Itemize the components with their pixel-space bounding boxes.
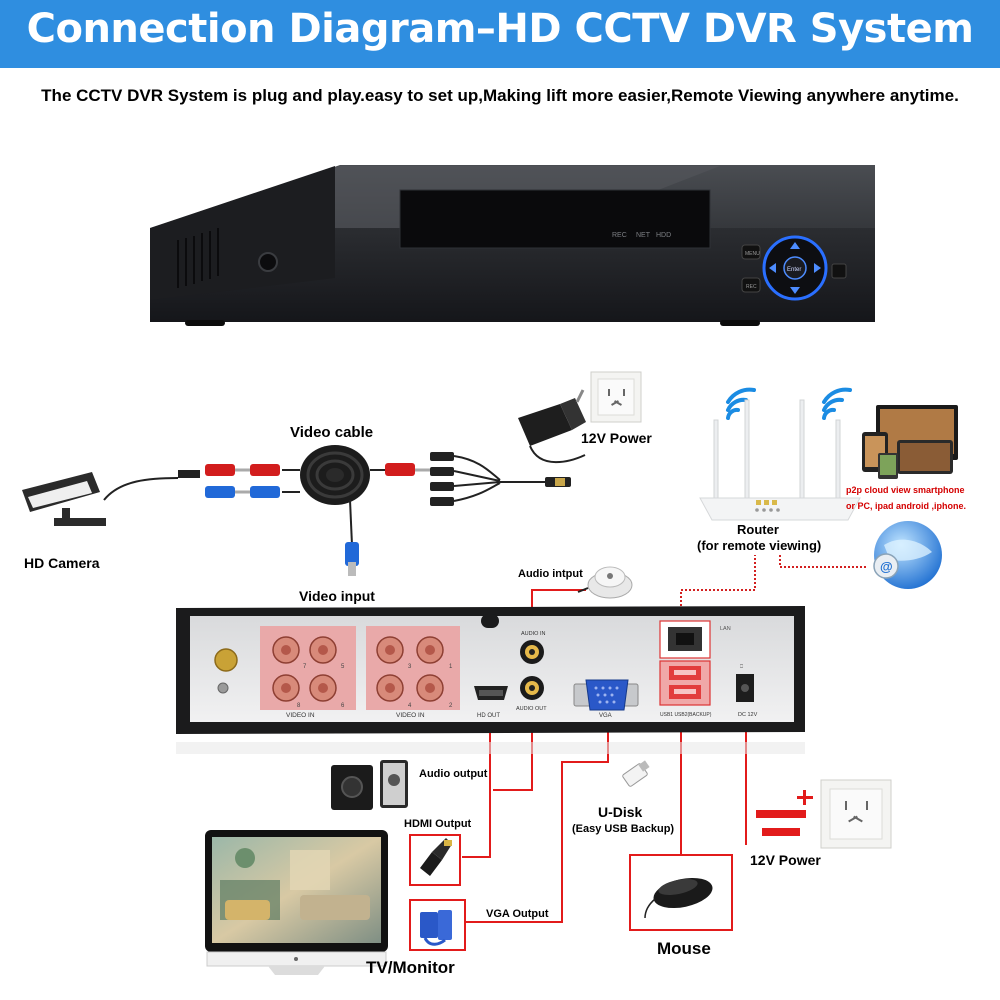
wifi-signal-icon-right bbox=[822, 387, 852, 420]
dvr-indicator-net: NET bbox=[636, 232, 651, 239]
wall-outlet-icon-bottom bbox=[820, 779, 892, 849]
dvr-side-fan-icon bbox=[258, 252, 278, 272]
bnc-connectors bbox=[272, 636, 444, 702]
internet-globe-icon: @ bbox=[873, 521, 942, 589]
power-top-label: 12V Power bbox=[581, 430, 652, 446]
audio-out-label: AUDIO OUT bbox=[516, 706, 547, 712]
microphone-icon bbox=[577, 566, 633, 599]
hdmi-cable-icon bbox=[420, 838, 452, 876]
video-cable-connectors bbox=[178, 464, 300, 498]
video-cable-label: Video cable bbox=[290, 424, 374, 441]
dvr-menu-label: MENU bbox=[745, 251, 760, 257]
p2p-label-line1: p2p cloud view smartphone bbox=[846, 485, 965, 495]
video-in-label-right: VIDEO IN bbox=[396, 712, 425, 719]
dvr-side-vents bbox=[177, 228, 219, 288]
dvr-rec-label: REC bbox=[746, 284, 757, 290]
vga-label: VGA bbox=[599, 713, 612, 719]
dvr-indicator-rec: REC bbox=[612, 232, 627, 239]
dvr-front-image: REC NET HDD MENU REC Enter bbox=[150, 165, 875, 326]
ground-screw-icon bbox=[214, 648, 238, 672]
bnc-number: 8 bbox=[297, 703, 301, 709]
wall-outlet-icon bbox=[590, 371, 642, 423]
bnc-number: 7 bbox=[303, 664, 307, 670]
wifi-signal-icon bbox=[726, 387, 756, 420]
hd-camera-label: HD Camera bbox=[24, 555, 100, 571]
bnc-number: 6 bbox=[341, 703, 345, 709]
page-title: Connection Diagram–HD CCTV DVR System bbox=[26, 6, 974, 52]
cable-reel-icon bbox=[300, 445, 370, 505]
bnc-number: 4 bbox=[408, 703, 412, 709]
tv-monitor-label: TV/Monitor bbox=[366, 958, 455, 977]
vga-cable-icon bbox=[420, 910, 452, 946]
bnc-number: 3 bbox=[408, 664, 412, 670]
dvr-display-window bbox=[399, 189, 711, 249]
audio-input-label: Audio intput bbox=[518, 568, 583, 580]
audio-in-label: AUDIO IN bbox=[521, 631, 545, 637]
audio-output-label: Audio output bbox=[419, 768, 488, 780]
tv-monitor-icon bbox=[205, 830, 388, 975]
usb-label: USB1 USB2(BACKUP) bbox=[660, 712, 712, 718]
router-note-label: (for remote viewing) bbox=[697, 538, 822, 553]
dvr-back-panel: 7 5 3 1 8 6 4 2 VIDEO IN VIDEO IN AUDIO … bbox=[176, 606, 805, 754]
hd-camera-icon bbox=[22, 472, 106, 526]
dc-power-polarity-icon bbox=[756, 790, 813, 836]
bnc-number: 5 bbox=[341, 664, 345, 670]
hdmi-output-label: HDMI Output bbox=[404, 818, 472, 830]
video-in-label: VIDEO IN bbox=[286, 712, 315, 719]
p2p-label-line2: or PC, ipad android ,iphone. bbox=[846, 501, 967, 511]
dvr-dial-enter-label: Enter bbox=[787, 267, 801, 273]
lan-label: LAN bbox=[720, 626, 731, 632]
splitter-connectors bbox=[370, 452, 571, 506]
video-input-label: Video input bbox=[299, 588, 375, 604]
mouse-label: Mouse bbox=[657, 939, 711, 958]
bnc-number: 2 bbox=[449, 703, 453, 709]
mouse-icon bbox=[644, 877, 713, 919]
router-label: Router bbox=[737, 522, 779, 537]
dvr-rec-button bbox=[741, 277, 761, 293]
dvr-menu-button bbox=[741, 244, 761, 260]
vga-port bbox=[585, 679, 629, 711]
vga-output-label: VGA Output bbox=[486, 908, 549, 920]
svg-text:@: @ bbox=[880, 559, 893, 574]
bnc-number: 1 bbox=[449, 664, 453, 670]
router-icon bbox=[699, 399, 861, 521]
dvr-indicator-hdd: HDD bbox=[656, 232, 671, 239]
title-banner bbox=[0, 0, 1000, 68]
devices-collage-icon bbox=[862, 405, 958, 479]
hd-out-label: HD OUT bbox=[477, 713, 500, 719]
dc-label: DC 12V bbox=[738, 712, 758, 718]
svg-text:⎕: ⎕ bbox=[740, 664, 743, 670]
udisk-note-label: (Easy USB Backup) bbox=[572, 823, 675, 835]
power-adapter-icon bbox=[518, 389, 586, 464]
udisk-label: U-Disk bbox=[598, 804, 643, 820]
usb-flash-drive-icon bbox=[622, 760, 650, 787]
mouse-box bbox=[629, 854, 733, 931]
power-bottom-label: 12V Power bbox=[750, 852, 821, 868]
video-input-bnc-connector bbox=[345, 542, 359, 566]
page-subtitle: The CCTV DVR System is plug and play.eas… bbox=[41, 86, 959, 105]
speakers-icon bbox=[331, 760, 408, 810]
